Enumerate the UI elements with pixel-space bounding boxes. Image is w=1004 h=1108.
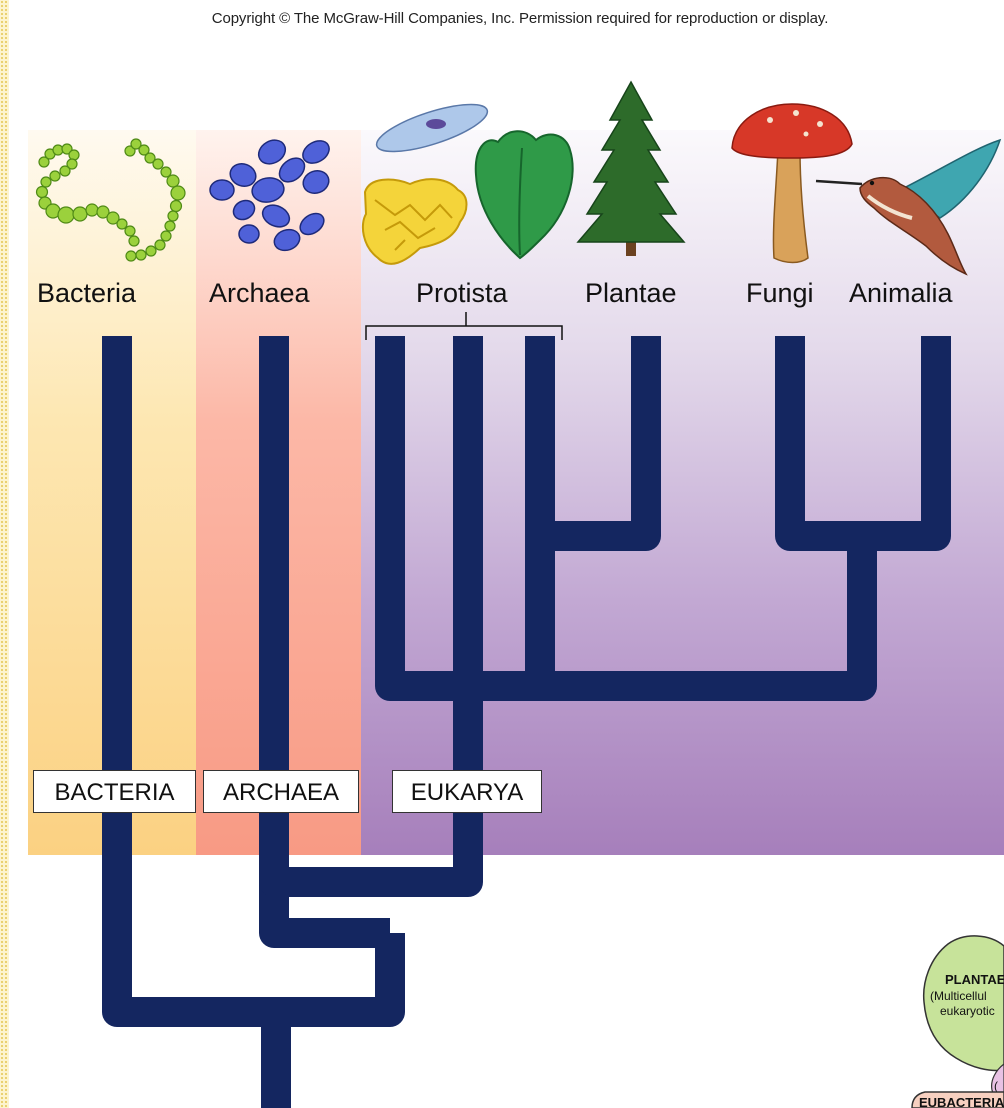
inset-paren-fragment: (	[994, 1079, 998, 1093]
inset-plantae-title: PLANTAE	[945, 972, 1004, 987]
inset-eubacteria-title: EUBACTERIA	[919, 1095, 1004, 1108]
inset-plantae-sub1: (Multicellul	[930, 989, 987, 1003]
inset-plantae-sub2: eukaryotic	[940, 1004, 995, 1018]
